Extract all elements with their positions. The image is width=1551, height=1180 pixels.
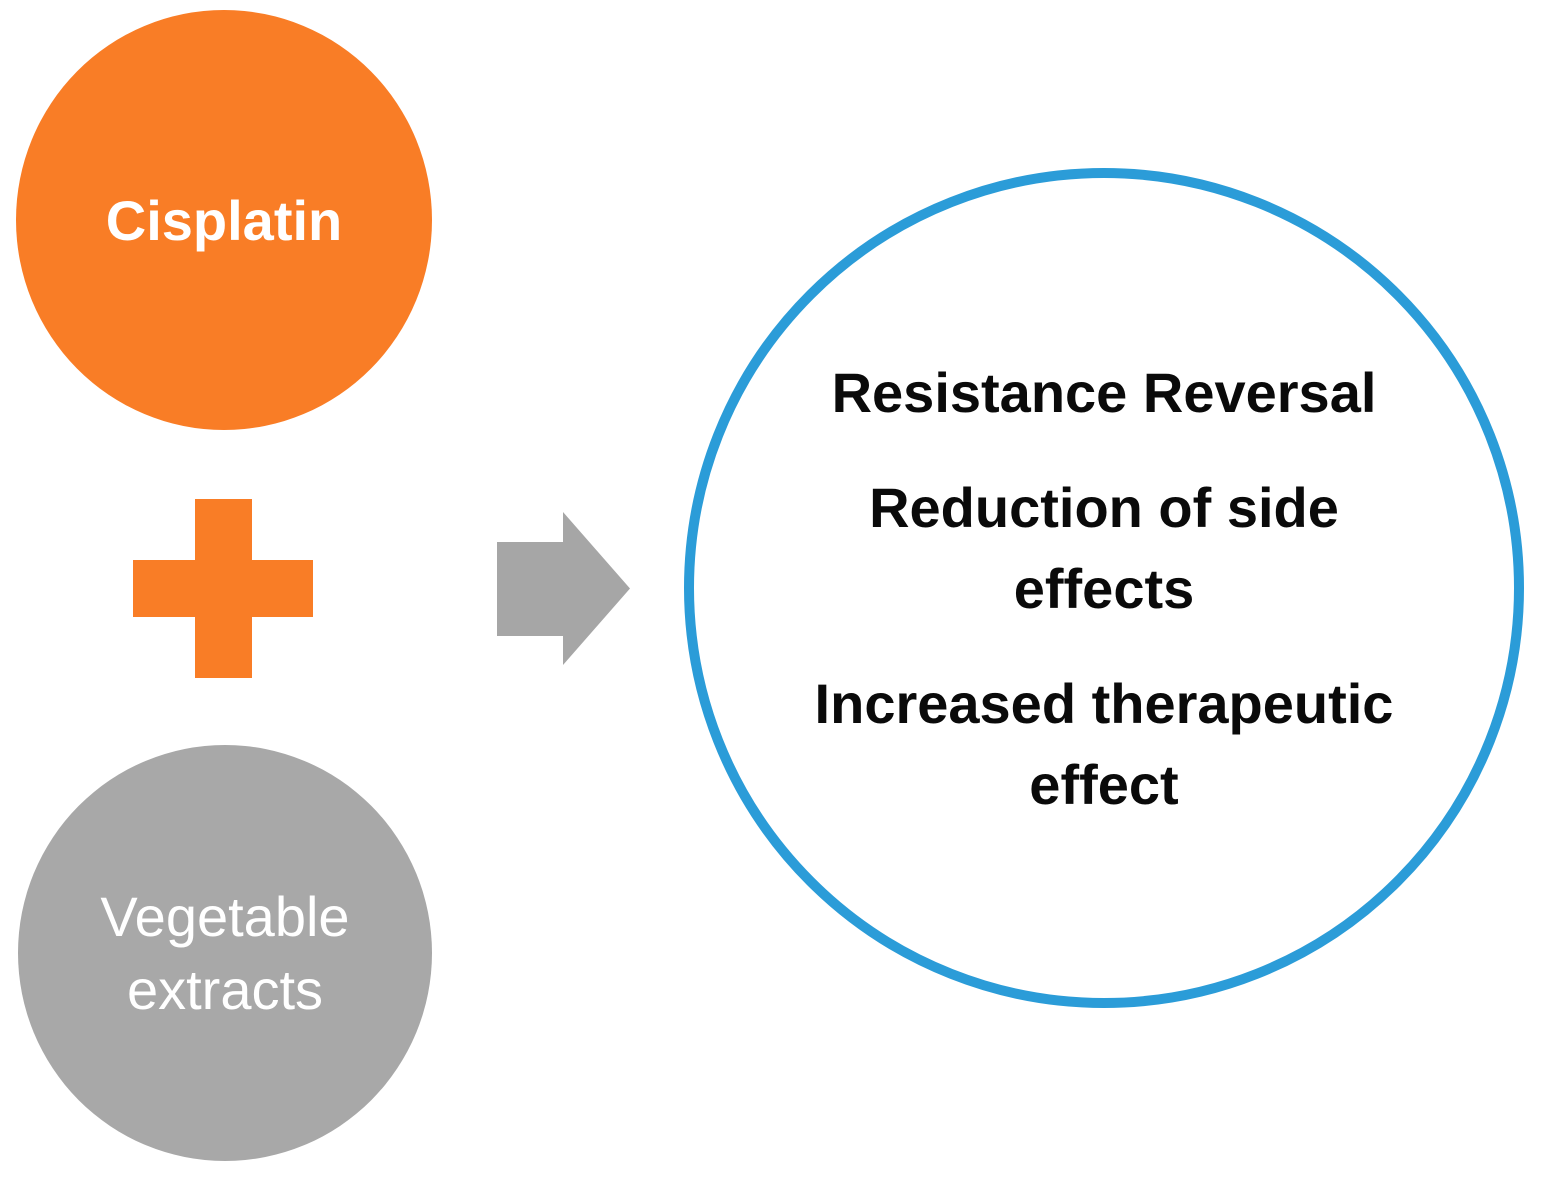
plus-horizontal-bar — [133, 560, 313, 617]
benefit-resistance-reversal: Resistance Reversal — [831, 360, 1377, 424]
vegetable-extracts-label: Vegetable extracts — [100, 885, 350, 1021]
right-arrow-shape — [497, 512, 630, 665]
benefit-increased-therapeutic-effect: Increased therapeutic effect — [814, 671, 1394, 816]
cisplatin-circle: Cisplatin — [16, 10, 432, 430]
right-arrow-icon — [497, 512, 630, 665]
benefit-reduction-side-effects: Reduction of side effects — [869, 475, 1339, 620]
plus-icon — [133, 499, 313, 678]
result-circle: Resistance Reversal Reduction of side ef… — [684, 168, 1524, 1008]
cisplatin-label: Cisplatin — [105, 188, 343, 252]
vegetable-extracts-circle: Vegetable extracts — [18, 745, 432, 1161]
